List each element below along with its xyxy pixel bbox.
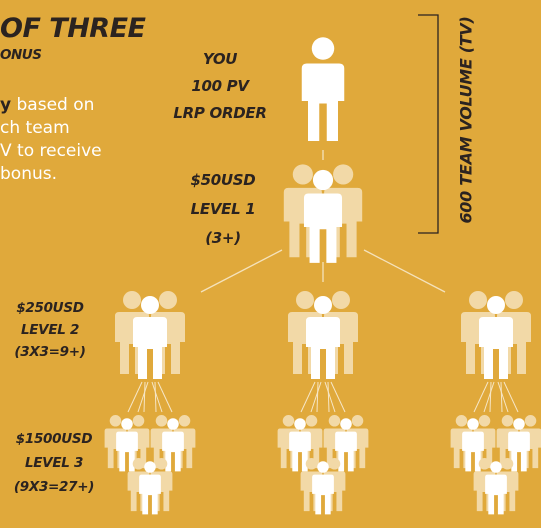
level-3-cluster [105,415,196,514]
level-3-cluster [278,415,369,514]
people-group-icon [284,164,362,263]
description-line-3: V to receive [0,141,102,161]
you-order: LRP ORDER [173,104,267,122]
people-group-icon [461,291,531,379]
people-group-icon [128,458,173,514]
fan-lines [127,381,519,413]
description-line-2: ch team [0,118,70,138]
level-3-amount: $1500USD [15,431,93,447]
level-2-name: LEVEL 2 [20,322,80,338]
heading-line-1: OF THREE [0,13,146,44]
connector-lines [200,150,446,293]
description: y based on ch team V to receive bonus. [0,94,102,186]
people-group-icon [288,291,358,379]
level-1-label: $50USD LEVEL 1 (3+) [168,166,278,253]
level-1-count: (3+) [205,229,241,247]
level-3-label: $1500USD LEVEL 3 (9X3=27+) [0,427,108,499]
you-title: YOU [202,50,238,68]
level-3-count: (9X3=27+) [13,479,95,495]
description-line-4: bonus. [0,164,58,184]
people-group-icon [474,458,519,514]
description-line-1: y based on [0,94,102,117]
level-1-name: LEVEL 1 [190,200,256,218]
people-group-icon [301,458,346,514]
team-volume-bracket [418,14,439,234]
you-label: YOU 100 PV LRP ORDER [160,46,280,127]
level-3-cluster [451,415,541,514]
people-group-icon [115,291,185,379]
level-2-amount: $250USD [16,300,84,316]
person-icon [301,37,345,141]
team-volume-label: 600 TEAM VOLUME (TV) [456,16,476,224]
you-pv: 100 PV [191,77,249,95]
level-2-count: (3X3=9+) [14,344,86,360]
page-heading: OF THREE ONUS [0,14,146,66]
level-3-name: LEVEL 3 [24,455,84,471]
level-1-amount: $50USD [190,171,256,189]
heading-line-2: ONUS [0,47,42,63]
description-line-1-rest: based on [11,95,95,115]
description-bold: y [0,95,12,115]
level-2-label: $250USD LEVEL 2 (3X3=9+) [0,297,100,363]
